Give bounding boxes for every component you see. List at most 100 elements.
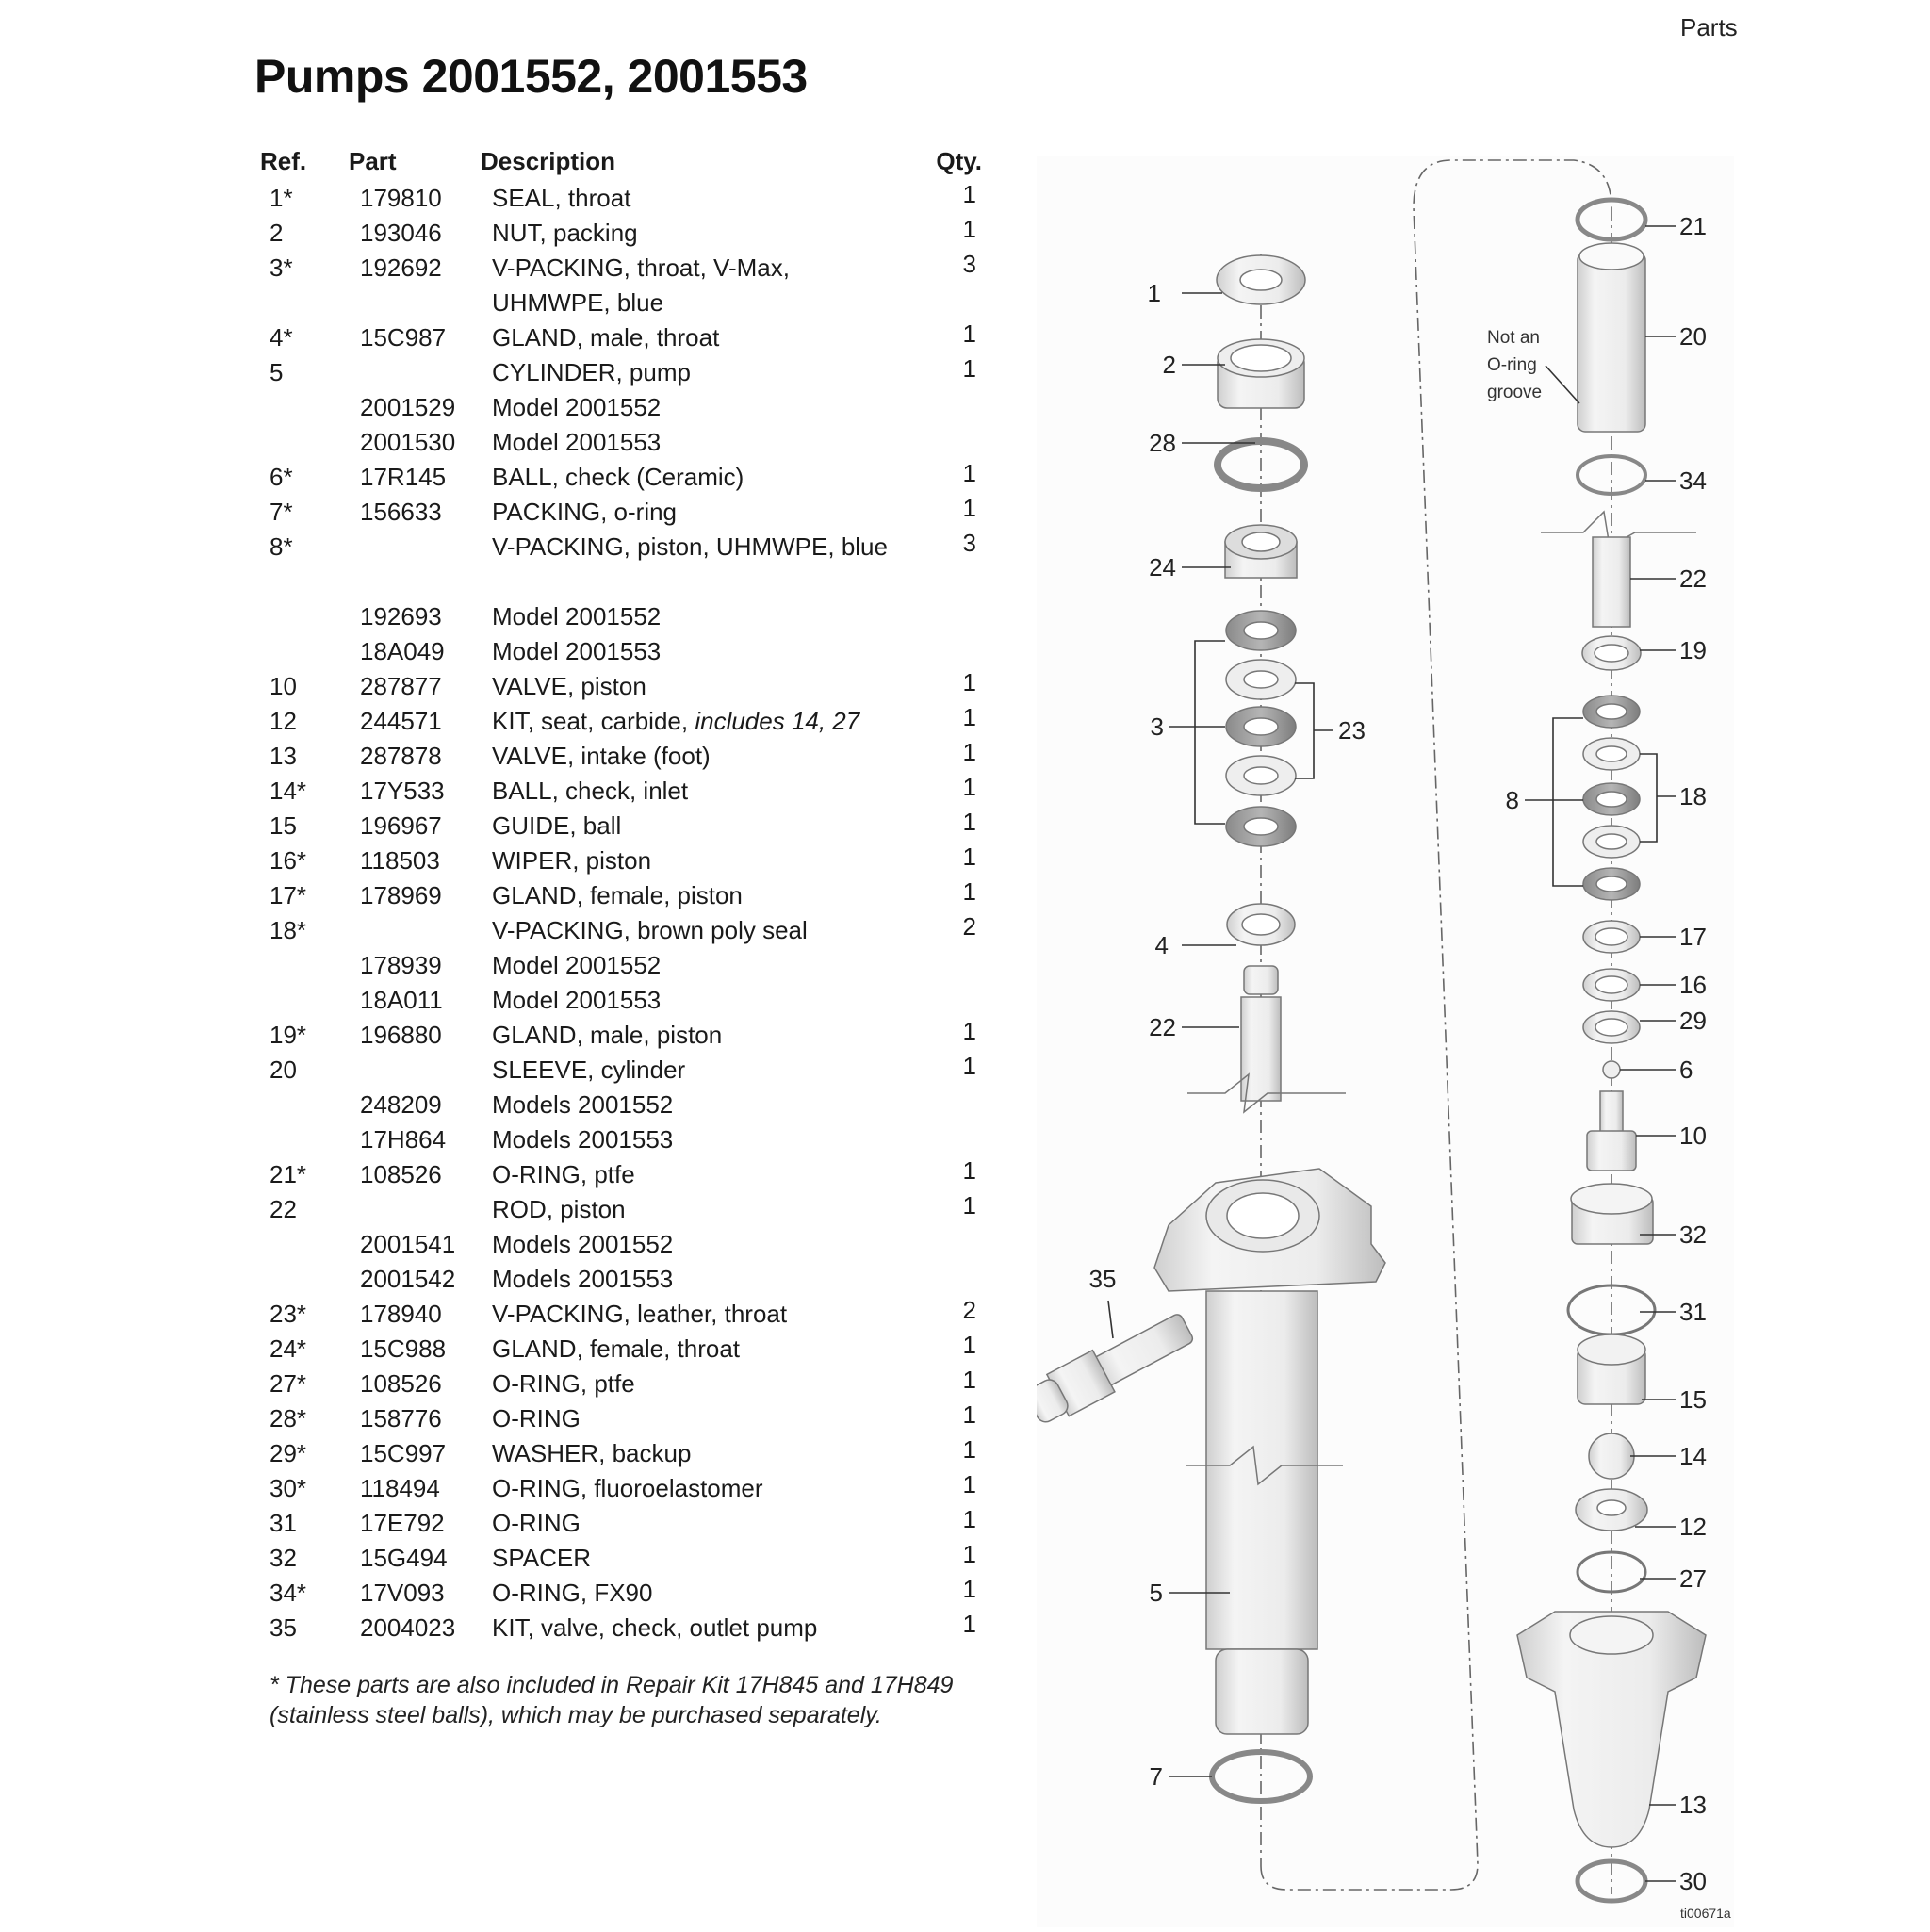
description-text: Model 2001553 bbox=[492, 986, 662, 1014]
description-cell: Model 2001552 bbox=[492, 948, 888, 983]
qty-cell: 2 bbox=[962, 1296, 976, 1324]
description-cell: V-PACKING, throat, V-Max, UHMWPE, blue bbox=[492, 251, 888, 320]
qty-cell: 1 bbox=[962, 668, 976, 696]
description-cell: Model 2001553 bbox=[492, 634, 888, 669]
qty-cell: 1 bbox=[962, 703, 976, 731]
ref-cell: 35 bbox=[270, 1613, 297, 1642]
part-number-cell: 179810 bbox=[360, 184, 442, 212]
qty-cell: 3 bbox=[962, 250, 976, 278]
qty-cell: 2 bbox=[962, 912, 976, 941]
ref-cell: 34* bbox=[270, 1579, 307, 1607]
part-number-cell: 2004023 bbox=[360, 1613, 456, 1642]
description-cell: SPACER bbox=[492, 1541, 888, 1576]
qty-cell: 1 bbox=[962, 738, 976, 766]
callout-8: 8 bbox=[1506, 786, 1519, 814]
qty-cell: 1 bbox=[962, 180, 976, 208]
description-cell: SEAL, throat bbox=[492, 181, 888, 216]
description-cell: Model 2001552 bbox=[492, 390, 888, 425]
part-number-cell: 17V093 bbox=[360, 1579, 445, 1607]
description-cell: KIT, valve, check, outlet pump bbox=[492, 1611, 888, 1645]
table-row: 2001541 Models 2001552 bbox=[256, 1227, 982, 1262]
description-cell: Models 2001552 bbox=[492, 1227, 888, 1262]
description-text: O-RING bbox=[492, 1509, 581, 1537]
part-number-cell: 17Y533 bbox=[360, 777, 445, 805]
description-cell: PACKING, o-ring bbox=[492, 495, 888, 530]
qty-cell: 1 bbox=[962, 843, 976, 871]
description-text: Model 2001552 bbox=[492, 393, 662, 421]
description-cell: GLAND, male, throat bbox=[492, 320, 888, 355]
part-number-cell: 15C988 bbox=[360, 1334, 447, 1363]
part-number-cell: 108526 bbox=[360, 1160, 442, 1188]
description-cell: Model 2001553 bbox=[492, 983, 888, 1018]
description-cell: KIT, seat, carbide, includes 14, 27 bbox=[492, 704, 888, 739]
ref-cell: 31 bbox=[270, 1509, 297, 1537]
qty-cell: 1 bbox=[962, 1505, 976, 1533]
callout-18: 18 bbox=[1679, 782, 1707, 810]
part-number-cell: 2001541 bbox=[360, 1230, 456, 1258]
col-description: Description bbox=[481, 147, 616, 175]
ref-cell: 4* bbox=[270, 323, 293, 352]
qty-cell: 1 bbox=[962, 808, 976, 836]
description-text: BALL, check (Ceramic) bbox=[492, 463, 744, 491]
callout-29: 29 bbox=[1679, 1007, 1707, 1035]
qty-cell: 1 bbox=[962, 319, 976, 348]
description-text: Model 2001552 bbox=[492, 602, 662, 630]
description-cell: VALVE, intake (foot) bbox=[492, 739, 888, 774]
ref-cell: 32 bbox=[270, 1544, 297, 1572]
part-number-cell: 17R145 bbox=[360, 463, 447, 491]
description-text: VALVE, piston bbox=[492, 672, 646, 700]
part-number-cell: 156633 bbox=[360, 498, 442, 526]
qty-cell: 1 bbox=[962, 354, 976, 383]
exploded-parts-diagram: 1 2 28 24 3 23 4 22 35 5 7 21 20 34 22 1… bbox=[1026, 156, 1734, 1927]
qty-cell: 1 bbox=[962, 1610, 976, 1638]
description-text: Models 2001552 bbox=[492, 1230, 674, 1258]
part-number-cell: 18A011 bbox=[360, 986, 443, 1014]
ref-cell: 8* bbox=[270, 532, 293, 561]
callout-32: 32 bbox=[1679, 1220, 1707, 1249]
part-number-cell: 118503 bbox=[360, 846, 440, 875]
description-cell: GLAND, female, piston bbox=[492, 878, 888, 913]
description-text: GLAND, female, throat bbox=[492, 1334, 740, 1363]
description-cell: Model 2001552 bbox=[492, 599, 888, 634]
ref-cell: 16* bbox=[270, 846, 307, 875]
note-line-1: Not an bbox=[1487, 328, 1540, 348]
qty-cell: 1 bbox=[962, 1156, 976, 1185]
ref-cell: 22 bbox=[270, 1195, 297, 1223]
ref-cell: 2 bbox=[270, 219, 284, 247]
callout-4: 4 bbox=[1155, 931, 1169, 959]
description-cell: Models 2001552 bbox=[492, 1088, 888, 1122]
callout-24: 24 bbox=[1149, 553, 1176, 581]
ref-cell: 19* bbox=[270, 1021, 307, 1049]
description-cell: O-RING, FX90 bbox=[492, 1576, 888, 1611]
ref-cell: 29* bbox=[270, 1439, 307, 1467]
note-line-2: O-ring bbox=[1487, 355, 1537, 375]
callout-27: 27 bbox=[1679, 1564, 1707, 1593]
callout-20: 20 bbox=[1679, 322, 1707, 351]
qty-cell: 1 bbox=[962, 215, 976, 243]
description-text: GLAND, female, piston bbox=[492, 881, 743, 909]
callout-12: 12 bbox=[1679, 1513, 1707, 1541]
ref-cell: 15 bbox=[270, 811, 297, 840]
description-text: V-PACKING, throat, V-Max, UHMWPE, blue bbox=[492, 254, 790, 317]
description-cell: ROD, piston bbox=[492, 1192, 888, 1227]
ref-cell: 10 bbox=[270, 672, 297, 700]
part-number-cell: 15C987 bbox=[360, 323, 447, 352]
qty-cell: 1 bbox=[962, 1366, 976, 1394]
description-text: O-RING bbox=[492, 1404, 581, 1433]
description-text: SLEEVE, cylinder bbox=[492, 1056, 686, 1084]
ref-cell: 13 bbox=[270, 742, 297, 770]
part-number-cell: 2001542 bbox=[360, 1265, 456, 1293]
part-number-cell: 17H864 bbox=[360, 1125, 447, 1154]
col-ref: Ref. bbox=[260, 147, 307, 175]
description-cell: V-PACKING, leather, throat bbox=[492, 1297, 888, 1332]
ref-cell: 6* bbox=[270, 463, 293, 491]
